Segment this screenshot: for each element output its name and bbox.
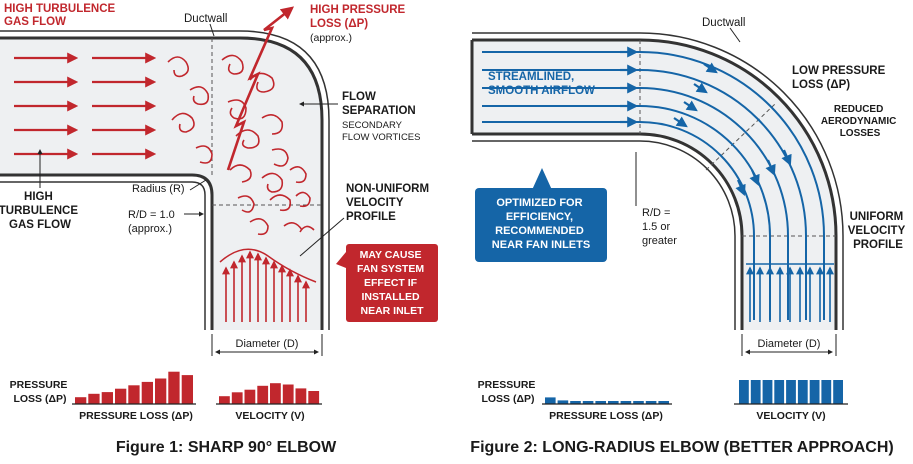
figure2-caption: Figure 2: LONG-RADIUS ELBOW (BETTER APPR… (470, 439, 893, 456)
figure1-velocity-bar (231, 392, 243, 404)
figure1-velocity-bar (308, 391, 320, 404)
figure1-velocity-bar (257, 385, 269, 404)
figure2-velocity-bar (750, 380, 761, 404)
figure1-pressure-bar (75, 397, 87, 404)
figure1-velocity-bar (295, 388, 307, 404)
figure2-velocity-bar (797, 380, 808, 404)
figure2-pressure-bar (645, 401, 657, 404)
figure1-diameter-dim (211, 334, 323, 356)
figure1-pressure-bar (128, 385, 140, 404)
figure2-velocity-bar (833, 380, 843, 404)
figure2-pressure-side-label: PRESSURE LOSS (ΔP) (478, 379, 539, 405)
figure2-diameter-dim (741, 334, 837, 356)
figure1-velocity-profile-curve (219, 248, 317, 283)
figure1-pressure-bar (168, 371, 180, 404)
figure2-velocity-bar (739, 380, 749, 404)
figure2-duct (470, 32, 844, 330)
figure1-velocity-bar (282, 384, 294, 404)
figure2-streamlines (482, 51, 825, 320)
figure2-velocity-bar (809, 380, 820, 404)
figure1-pressure-bars (75, 371, 193, 404)
figure1-radius-label: Radius (R) (132, 183, 185, 195)
figure2-pressure-bar (658, 401, 669, 404)
figure1-high-turb-left-label: HIGH TURBULENCE GAS FLOW (0, 191, 81, 231)
figure1-duct (0, 30, 330, 330)
figure1-pressure-side-label: PRESSURE LOSS (ΔP) (10, 379, 71, 405)
figure2-pressure-bar (570, 401, 581, 404)
figure2-pressure-bar (620, 401, 632, 404)
figure1-pressure-bar (115, 388, 127, 404)
figure2-pressure-bars (545, 397, 669, 404)
figure2-velocity-bar (762, 380, 773, 404)
figure1-pressure-bar (141, 381, 153, 404)
figure1-secondary-vortices-label: SECONDARY FLOW VORTICES (342, 120, 420, 143)
figure1-flow-separation-label: FLOW SEPARATION (342, 91, 416, 117)
figure1-diameter-label: Diameter (D) (236, 338, 299, 350)
figure1-outlet-arrows (222, 250, 310, 322)
figure2-uniform-label: UNIFORM VELOCITY PROFILE (848, 211, 909, 251)
figure1-velocity-label: VELOCITY (V) (235, 410, 304, 422)
figure1-pressure-loss-label: PRESSURE LOSS (ΔP) (79, 410, 193, 422)
figure2-rd-label: R/D = 1.5 or greater (642, 207, 677, 247)
figure1-callout-text: MAY CAUSE FAN SYSTEM EFFECT IF INSTALLED… (357, 249, 427, 317)
figure2-diameter-label: Diameter (D) (758, 338, 821, 350)
figure2-pressure-bar (582, 401, 594, 404)
figure2-optimized-box (475, 168, 607, 262)
figure1-flow-arrows (14, 52, 157, 160)
figure2-optimized-text: OPTIMIZED FOR EFFICIENCY, RECOMMENDED NE… (492, 197, 590, 251)
figure2-flow-arrows (620, 46, 792, 197)
figure1-pressure-bar (88, 393, 100, 404)
figure1-pressure-bar (101, 392, 113, 404)
figure1-ductwall-label: Ductwall (184, 13, 227, 25)
figure1-callout-box (336, 244, 438, 322)
figure2-velocity-bars (739, 380, 843, 404)
figure1-caption: Figure 1: SHARP 90° ELBOW (116, 439, 337, 456)
figure1-rd-label: R/D = 1.0 (approx.) (128, 209, 178, 235)
figure1-pressure-zigzag (226, 6, 295, 171)
figure2-pressure-bar (545, 397, 556, 404)
figure2-ductwall-label: Ductwall (702, 17, 745, 29)
figure2-outlet-arrows (746, 266, 834, 322)
figure2-pressure-bar (608, 401, 619, 404)
figure2-pressure-loss-label: PRESSURE LOSS (ΔP) (549, 410, 663, 422)
figure1-velocity-bar (244, 389, 256, 404)
figure1-velocity-bars (219, 383, 320, 404)
figure1-velocity-bar (270, 383, 281, 404)
figure2-velocity-label: VELOCITY (V) (756, 410, 825, 422)
figure2-pressure-bar (595, 401, 606, 404)
figure2-pressure-bar (557, 400, 569, 404)
figure2-velocity-bar (774, 380, 785, 404)
figure2-low-pressure-label: LOW PRESSURE LOSS (ΔP) (792, 65, 889, 91)
figure1-high-turb-top-label: HIGH TURBULENCE GAS FLOW (4, 3, 118, 28)
figure2-reduced-label: REDUCED AERODYNAMIC LOSSES (821, 104, 899, 139)
figure1-pressure-bar (155, 378, 167, 404)
figure1-velocity-bar (219, 396, 230, 404)
figure1-approx-label: (approx.) (310, 32, 352, 44)
figure1-pressure-bar (181, 375, 193, 404)
figure1-high-pressure-label: HIGH PRESSURE LOSS (ΔP) (310, 4, 408, 30)
figure2-pressure-bar (633, 401, 644, 404)
figure2-velocity-bar (821, 380, 832, 404)
figure1-nonuniform-label: NON-UNIFORM VELOCITY PROFILE (346, 183, 432, 223)
figure2-velocity-bar (786, 380, 796, 404)
figure2-streamlined-label: STREAMLINED, SMOOTH AIRFLOW (488, 71, 595, 97)
figure1-vortices (167, 54, 315, 236)
